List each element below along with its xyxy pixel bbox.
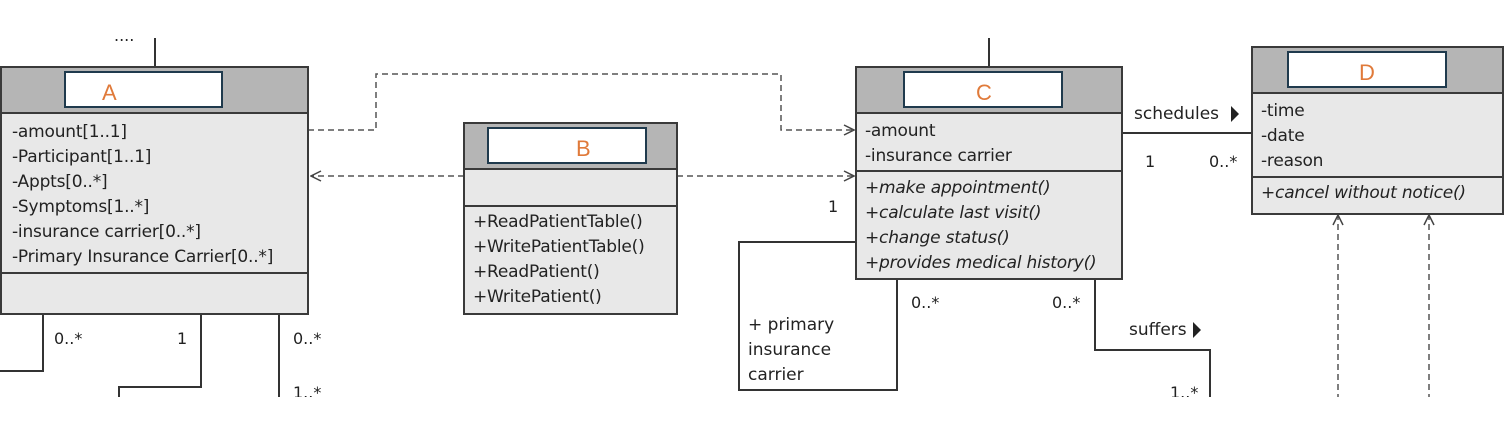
association-label-schedules: schedules xyxy=(1134,104,1220,124)
class-a-operations xyxy=(2,274,307,315)
class-b-operations: +ReadPatientTable() +WritePatientTable()… xyxy=(465,207,676,310)
attribute: -Symptoms[1..*] xyxy=(12,197,150,217)
attribute: -Primary Insurance Carrier[0..*] xyxy=(12,247,274,267)
suffers-direction-icon xyxy=(1193,322,1201,338)
attribute: -reason xyxy=(1261,151,1324,171)
class-b-name: B xyxy=(576,136,591,161)
class-b-header: B xyxy=(465,124,676,170)
multiplicity-a-bottom-mid: 1 xyxy=(177,329,188,348)
association-label-primary-2: insurance xyxy=(748,340,832,360)
class-c-attributes: -amount -insurance carrier xyxy=(857,114,1121,172)
association-label-primary-1: + primary xyxy=(748,315,835,335)
operation: +change status() xyxy=(865,228,1010,248)
class-d-header: D xyxy=(1253,48,1502,94)
class-c-operations: +make appointment() +calculate last visi… xyxy=(857,172,1121,276)
multiplicity-a-bottom-right: 0..* xyxy=(293,329,322,348)
class-d-name: D xyxy=(1359,60,1375,85)
operation: +cancel without notice() xyxy=(1261,183,1466,203)
multiplicity-c-bottom-right: 0..* xyxy=(1052,293,1081,312)
operation: +ReadPatientTable() xyxy=(473,212,643,232)
class-a-name-box[interactable]: A xyxy=(64,71,223,108)
class-a-header: A xyxy=(2,68,307,114)
class-c-name: C xyxy=(976,80,992,105)
class-c-header: C xyxy=(857,68,1121,114)
class-d-name-box[interactable]: D xyxy=(1287,51,1447,88)
ellipsis-label: .... xyxy=(114,26,135,45)
operation: +provides medical history() xyxy=(865,253,1097,273)
attribute: -Appts[0..*] xyxy=(12,172,108,192)
multiplicity-cd-left: 1 xyxy=(1145,152,1156,171)
class-a-name: A xyxy=(102,80,117,105)
operation: +WritePatientTable() xyxy=(473,237,645,257)
attribute: -insurance carrier xyxy=(865,146,1012,166)
association-label-primary-3: carrier xyxy=(748,365,804,385)
schedules-direction-icon xyxy=(1231,106,1239,122)
class-d[interactable]: D -time -date -reason +cancel without no… xyxy=(1251,46,1504,215)
operation: +calculate last visit() xyxy=(865,203,1042,223)
class-b-attributes xyxy=(465,170,676,207)
operation: +WritePatient() xyxy=(473,287,602,307)
association-label-suffers: suffers xyxy=(1129,320,1187,340)
attribute: -insurance carrier[0..*] xyxy=(12,222,201,242)
multiplicity-c-bottom-left: 0..* xyxy=(911,293,940,312)
attribute: -date xyxy=(1261,126,1305,146)
attribute: -amount xyxy=(865,121,936,141)
association-primary-insurance xyxy=(738,241,898,391)
operation: +make appointment() xyxy=(865,178,1051,198)
a-bottom-mid-line xyxy=(118,314,202,400)
a-bottom-left-line xyxy=(0,314,44,372)
class-a[interactable]: A -amount[1..1] -Participant[1..1] -Appt… xyxy=(0,66,309,315)
class-d-attributes: -time -date -reason xyxy=(1253,94,1502,178)
class-c[interactable]: C -amount -insurance carrier +make appoi… xyxy=(855,66,1123,280)
multiplicity-c-left: 1 xyxy=(828,197,839,216)
multiplicity-cd-right: 0..* xyxy=(1209,152,1238,171)
multiplicity-a-bottom-left: 0..* xyxy=(54,329,83,348)
operation: +ReadPatient() xyxy=(473,262,600,282)
association-suffers xyxy=(1094,279,1211,400)
class-b[interactable]: B +ReadPatientTable() +WritePatientTable… xyxy=(463,122,678,315)
class-d-operations: +cancel without notice() xyxy=(1253,178,1502,206)
class-c-name-box[interactable]: C xyxy=(903,71,1063,108)
attribute: -time xyxy=(1261,101,1305,121)
attribute: -amount[1..1] xyxy=(12,122,127,142)
class-b-name-box[interactable]: B xyxy=(487,127,647,164)
bottom-crop-mask xyxy=(0,397,1507,438)
attribute: -Participant[1..1] xyxy=(12,147,152,167)
class-a-attributes: -amount[1..1] -Participant[1..1] -Appts[… xyxy=(2,114,307,274)
